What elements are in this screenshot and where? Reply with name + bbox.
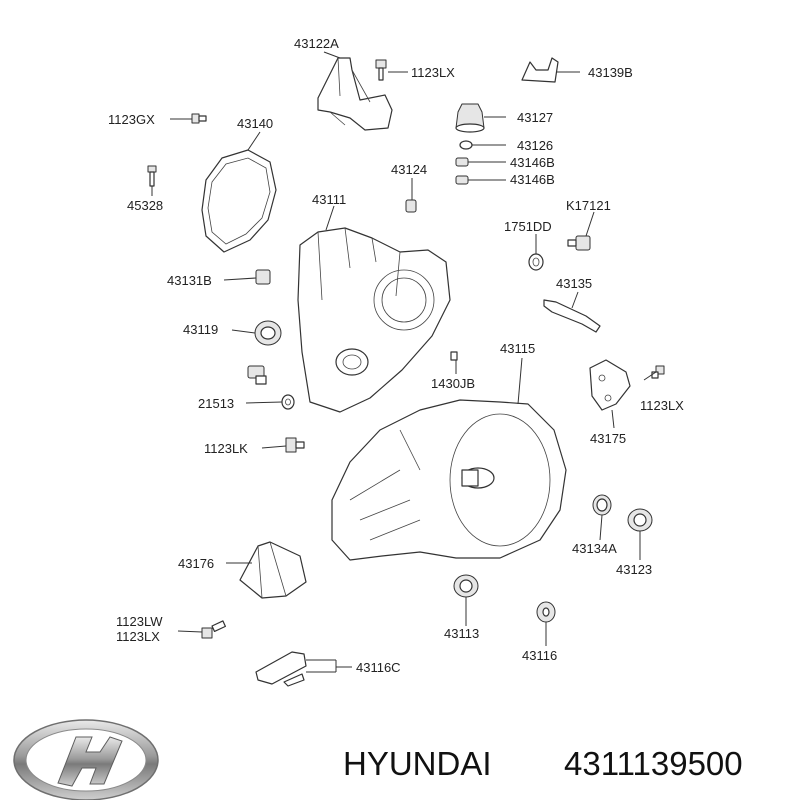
transmission-case-43111	[297, 227, 451, 413]
bolt-45328	[147, 165, 157, 187]
label-43116c: 43116C	[356, 660, 401, 675]
label-43175: 43175	[590, 431, 626, 446]
washer-43116	[536, 601, 556, 623]
bolt-1123lw-lx	[201, 620, 227, 639]
label-43111: 43111	[312, 192, 346, 207]
cover-43140	[201, 149, 277, 253]
clutch-housing-43115	[331, 399, 567, 561]
label-43127: 43127	[517, 110, 553, 125]
brand-name: HYUNDAI	[343, 745, 492, 782]
pin-1430jb	[450, 351, 458, 361]
bracket-43139b	[521, 57, 559, 83]
label-43116: 43116	[522, 648, 557, 663]
label-1123lw: 1123LW	[116, 614, 163, 629]
pin-43124	[405, 199, 417, 213]
label-43146b-1: 43146B	[510, 155, 555, 170]
seal-43123	[627, 508, 653, 532]
part-number: 4311139500	[564, 745, 743, 782]
label-43113: 43113	[444, 626, 479, 641]
bracket-43175	[589, 359, 631, 411]
label-43119: 43119	[183, 322, 218, 337]
cap-43127	[455, 103, 485, 133]
label-43131b: 43131B	[167, 273, 212, 288]
label-21513: 21513	[198, 396, 234, 411]
label-k17121: K17121	[566, 198, 611, 213]
label-1123gx: 1123GX	[108, 112, 155, 127]
label-1123lk: 1123LK	[204, 441, 248, 456]
bolt-1123lx-right	[651, 365, 665, 379]
sensor-43116c	[255, 651, 307, 687]
label-1123lx-bottom: 1123LX	[116, 629, 160, 644]
bushing-43146b-2	[455, 175, 469, 185]
label-43126: 43126	[517, 138, 553, 153]
label-43176: 43176	[178, 556, 214, 571]
label-43139b: 43139B	[588, 65, 633, 80]
label-45328: 45328	[127, 198, 163, 213]
leader-lines	[151, 51, 657, 673]
label-1123lx-top: 1123LX	[411, 65, 455, 80]
hyundai-logo	[13, 719, 159, 800]
washer-1751dd	[528, 253, 544, 271]
rod-43135	[543, 299, 601, 333]
label-1123lx-right: 1123LX	[640, 398, 684, 413]
label-43115: 43115	[500, 341, 535, 356]
bushing-43146b-1	[455, 157, 469, 167]
label-43135: 43135	[556, 276, 592, 291]
label-43146b-2: 43146B	[510, 172, 555, 187]
label-43140: 43140	[237, 116, 273, 131]
label-43123: 43123	[616, 562, 652, 577]
label-43134a: 43134A	[572, 541, 617, 556]
bolt-1123lk	[285, 437, 305, 453]
bracket-43122a	[317, 57, 393, 131]
plug-k17121	[567, 235, 591, 251]
block-43131b	[255, 269, 271, 285]
ring-43134a	[592, 494, 612, 516]
seal-43119	[254, 320, 282, 346]
label-1751dd: 1751DD	[504, 219, 552, 234]
label-43124: 43124	[391, 162, 427, 177]
washer-43126	[459, 140, 473, 150]
label-43122a: 43122A	[294, 36, 339, 51]
cover-43176	[239, 541, 307, 599]
seal-43113	[453, 574, 479, 598]
bolt-1123gx	[191, 113, 207, 124]
label-1430jb: 1430JB	[431, 376, 475, 391]
bolt-1123lx-top	[375, 59, 387, 81]
